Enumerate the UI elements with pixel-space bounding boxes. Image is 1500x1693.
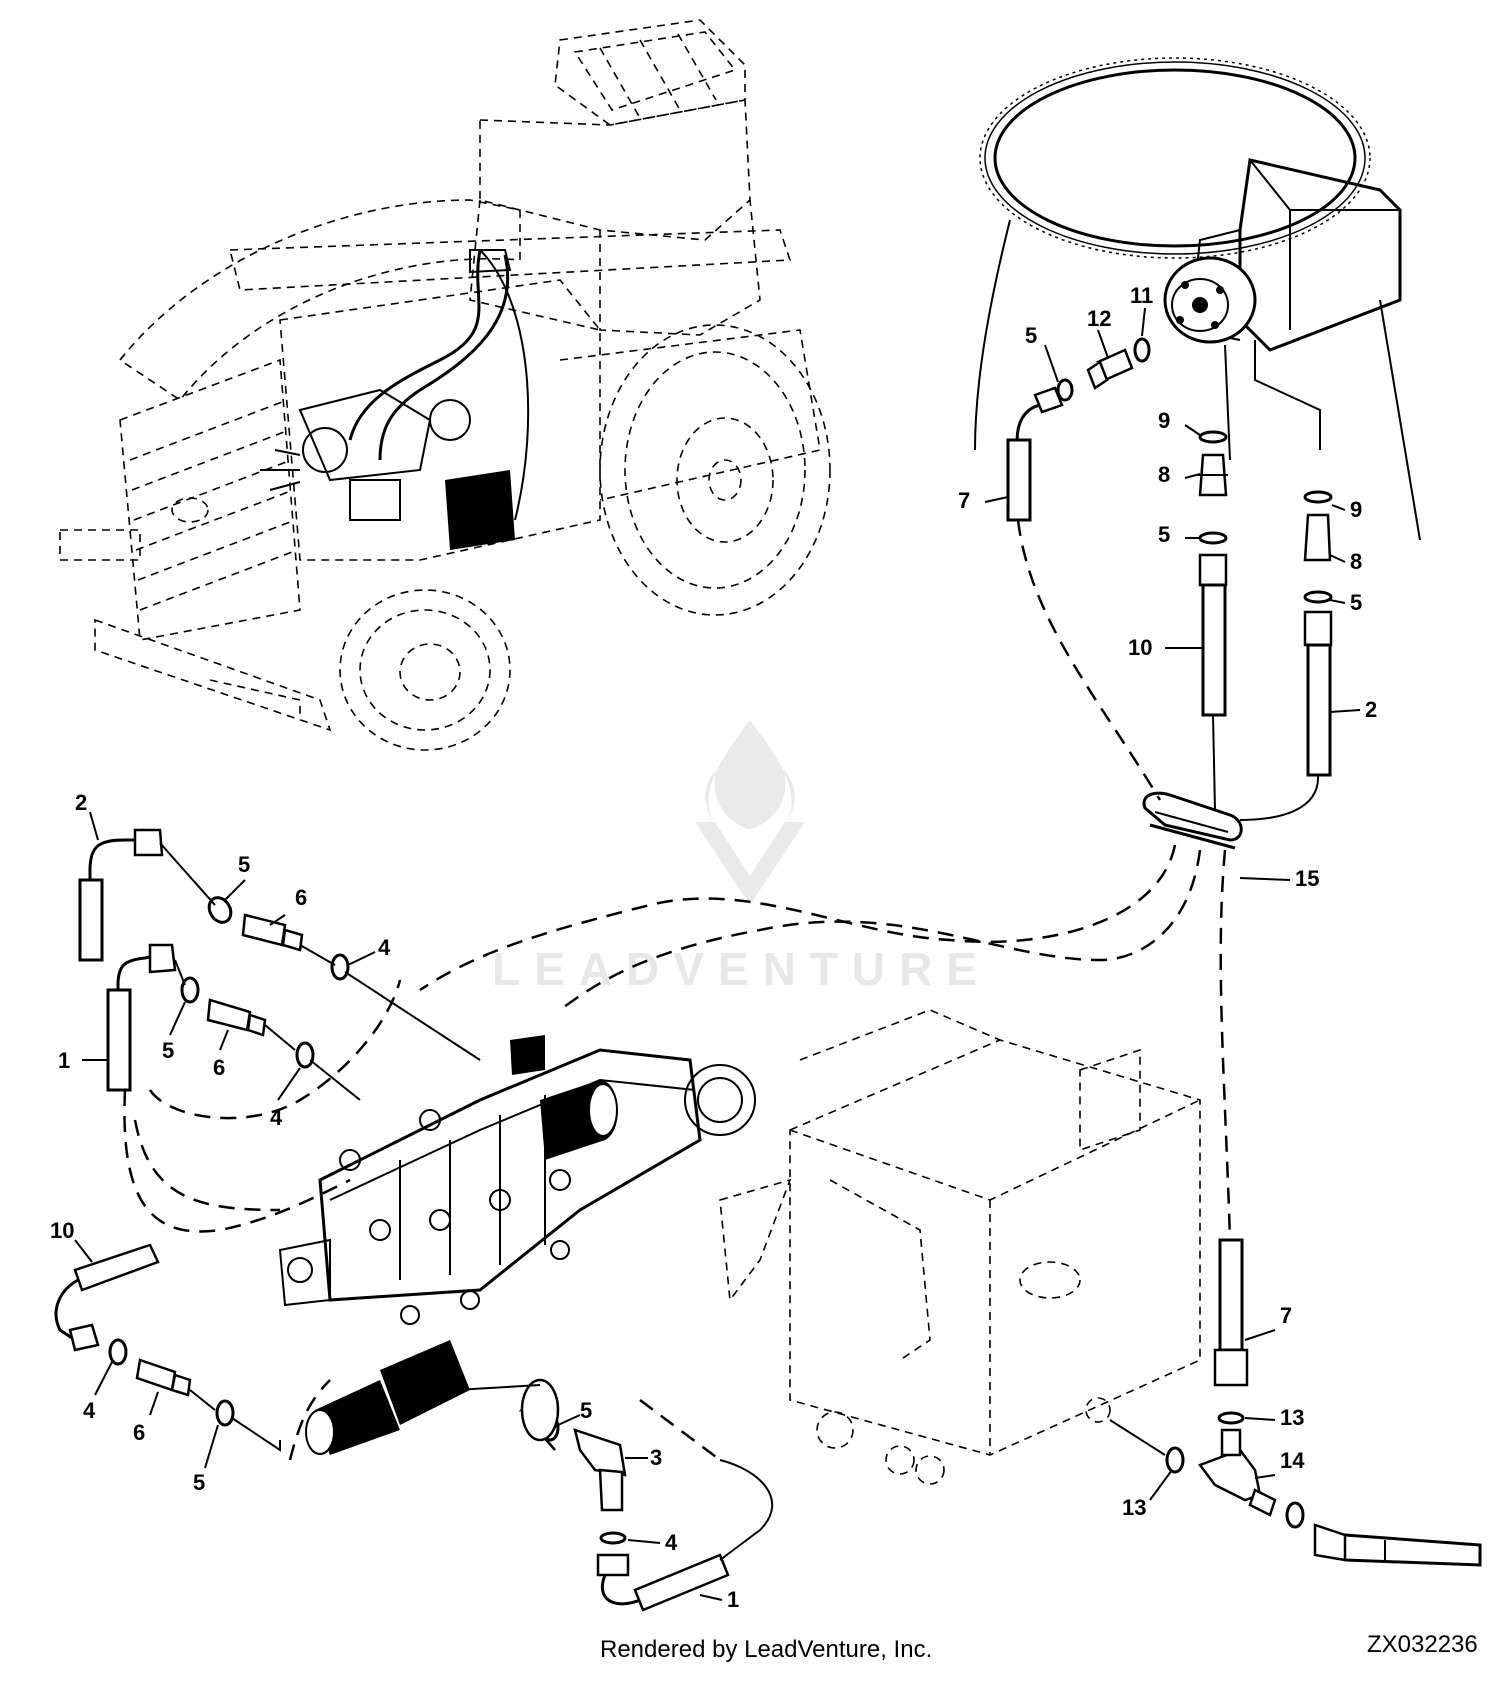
callout-5: 5 bbox=[580, 1398, 592, 1423]
swing-motor-fittings bbox=[1006, 337, 1333, 850]
tank-return-fittings bbox=[1109, 1238, 1482, 1567]
hydraulic-tank-illustration bbox=[719, 1009, 1201, 1485]
control-valve-fittings bbox=[54, 828, 774, 1612]
v-logo-icon bbox=[695, 822, 805, 905]
callout-12: 12 bbox=[1087, 306, 1111, 331]
callout-4: 4 bbox=[378, 935, 391, 960]
callout-8: 8 bbox=[1158, 462, 1170, 487]
callout-1: 1 bbox=[727, 1587, 739, 1612]
callout-9: 9 bbox=[1158, 408, 1170, 433]
swing-gear-illustration bbox=[974, 57, 1421, 541]
callout-7: 7 bbox=[1280, 1303, 1292, 1328]
callout-7: 7 bbox=[958, 488, 970, 513]
callout-14: 14 bbox=[1280, 1448, 1305, 1473]
watermark-text: LEADVENTURE bbox=[492, 943, 991, 995]
callout-15: 15 bbox=[1295, 866, 1319, 891]
callout-2: 2 bbox=[1365, 697, 1377, 722]
callout-13: 13 bbox=[1280, 1405, 1304, 1430]
machine-overview-illustration bbox=[59, 19, 831, 751]
callout-5: 5 bbox=[193, 1470, 205, 1495]
callout-5: 5 bbox=[238, 852, 250, 877]
callout-4: 4 bbox=[665, 1530, 678, 1555]
flame-logo-icon bbox=[705, 720, 795, 830]
callout-3: 3 bbox=[650, 1445, 662, 1470]
control-valve-block bbox=[278, 1035, 756, 1455]
footer-credit: Rendered by LeadVenture, Inc. bbox=[600, 1636, 933, 1663]
callout-1: 1 bbox=[58, 1048, 70, 1073]
callout-11: 11 bbox=[1130, 283, 1153, 308]
callout-leaders bbox=[74, 307, 1361, 1601]
callout-10: 10 bbox=[1128, 635, 1152, 660]
hose-routing bbox=[123, 844, 1232, 1461]
callout-6: 6 bbox=[133, 1420, 145, 1445]
watermark: LEADVENTURE bbox=[492, 720, 991, 995]
callout-5: 5 bbox=[1350, 590, 1362, 615]
callout-5: 5 bbox=[162, 1038, 174, 1063]
callout-4: 4 bbox=[270, 1105, 283, 1130]
callout-6: 6 bbox=[295, 885, 307, 910]
callout-2: 2 bbox=[75, 790, 87, 815]
callout-8: 8 bbox=[1350, 549, 1362, 574]
callout-13: 13 bbox=[1122, 1495, 1146, 1520]
callout-6: 6 bbox=[213, 1055, 225, 1080]
callout-5: 5 bbox=[1158, 522, 1170, 547]
callout-5: 5 bbox=[1025, 323, 1037, 348]
callout-10: 10 bbox=[50, 1218, 74, 1243]
figure-code: ZX032236 bbox=[1367, 1631, 1478, 1658]
callout-4: 4 bbox=[83, 1398, 96, 1423]
callout-9: 9 bbox=[1350, 497, 1362, 522]
callout-numbers: 11 12 5 9 8 5 7 10 9 8 5 2 15 2 5 6 4 1 … bbox=[50, 283, 1377, 1612]
